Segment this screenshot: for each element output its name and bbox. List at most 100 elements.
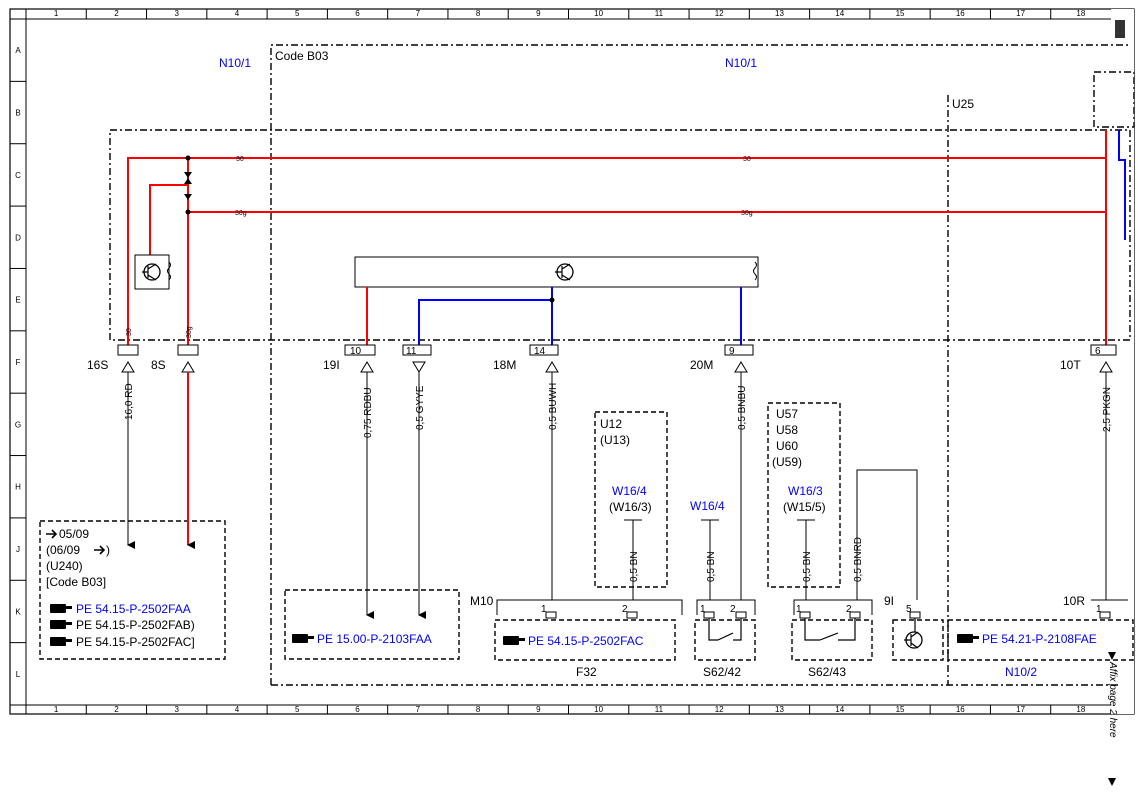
wire-size-labels: 16,0 RD 0,75 RDBU 0,5 GYYE 0,5 BUWH 0,5 … [124,383,1113,582]
switch-s62-42 [708,618,742,641]
grid-row-label: H [15,483,21,492]
pin-10-label: 10 [350,346,362,357]
u12-label: U12 [600,417,622,431]
wire-label-16rd: 16,0 RD [124,383,135,420]
grid-col-label: 14 [835,705,844,714]
connector-16s: 16S [87,358,108,372]
pin-6-label: 6 [1095,346,1101,357]
ref-pe-54-15-2502fac-a[interactable]: PE 54.15-P-2502FAC] [76,635,195,649]
grid-col-label: 13 [775,705,784,714]
sheet-frame [9,8,1135,715]
grid-col-label: 9 [536,705,541,714]
wire-30g-label-mid: 30g [741,210,753,217]
grid-col-label: 17 [1016,705,1025,714]
w15-5-label: (W15/5) [783,500,826,514]
pointing-hand-icon [50,604,72,613]
wire-blue-right [1118,130,1126,240]
grid-row-label: B [15,109,20,118]
s62-42-pin-2: 2 [730,604,736,615]
pin-11-label: 11 [406,346,417,357]
grid-row-label: A [15,46,21,55]
m10-connector [496,599,1128,619]
grid-col-label: 2 [114,9,119,18]
wire-label-05bn-a: 0,5 BN [629,551,640,582]
u60-label: U60 [776,439,798,453]
note-0609: (06/09 [46,543,80,557]
ref-pe-54-15-2502faa[interactable]: PE 54.15-P-2502FAA [76,602,191,616]
switch-s62-43 [804,618,856,641]
grid-col-label: 1 [54,705,59,714]
ref-pe-54-15-2502fac-b[interactable]: PE 54.15-P-2502FAC [528,634,644,648]
wire-label-05bnrd: 0,5 BNRD [853,537,864,582]
pin-30g-label: 30g [186,326,193,338]
grid-col-label: 7 [416,705,421,714]
affix-note: Affix page 2 here [1107,661,1118,738]
grid-col-label: 5 [295,705,300,714]
grid-col-label: 10 [594,705,603,714]
grid-col-label: 16 [956,705,965,714]
grid-col-label: 12 [715,705,724,714]
pin-5-label: 5 [906,604,912,615]
u57-label: U57 [776,407,798,421]
w16-4-label-a: W16/4 [612,484,647,498]
grid-col-label: 16 [956,9,965,18]
grid-col-label: 6 [355,9,360,18]
module-left-transistor [134,254,171,290]
pointing-hand-icon [957,634,979,643]
connector-8s: 8S [151,358,166,372]
connector-10t: 10T [1060,358,1081,372]
pin-14-label: 14 [534,346,546,357]
wire-label-05bn-b: 0,5 BN [706,551,717,582]
grid-col-label: 11 [655,9,664,18]
wire-label-05buwh: 0,5 BUWH [548,383,559,430]
arrow-right-icon [46,529,58,539]
grid-col-label: 18 [1076,9,1085,18]
s62-42-pin-1: 1 [700,604,706,615]
connector-row [117,344,1117,356]
grid-col-label: 5 [295,9,300,18]
affix-arrow-icon-bottom [1108,778,1116,786]
code-b03-label: Code B03 [275,49,329,63]
w16-3-label-a: (W16/3) [609,500,652,514]
grid-col-label: 12 [715,9,724,18]
wire-30g-label-left: 30g [235,210,247,217]
grid-row-label: C [15,171,21,180]
grid-col-label: 15 [896,705,905,714]
module-u25: U25 [952,97,974,111]
connector-19i: 19I [323,358,340,372]
pointing-hand-icon [50,637,72,646]
grid-col-label: 4 [235,705,240,714]
pin-30-label: 30 [126,328,133,336]
module-outlines [39,44,1135,686]
grid-row-label: E [15,296,20,305]
m10-pin-2: 2 [622,604,628,615]
note-0509: 05/09 [59,527,89,541]
ref-pe-15-00-2103faa[interactable]: PE 15.00-P-2103FAA [317,632,432,646]
wire-label-25pkgn: 2,5 PKGN [1102,387,1113,432]
grid-col-label: 15 [896,9,905,18]
grid-row-label: K [15,607,21,616]
grid-row-label: J [16,545,20,554]
m10-label: M10 [470,594,494,608]
arrow-right-icon [94,545,106,555]
grid-row-label: F [16,358,21,367]
wire-30-label-left: 30 [236,156,244,163]
pin-9-label: 9 [729,346,735,357]
note-paren-close: ) [106,543,110,557]
wire-label-05bnbu: 0,5 BNBU [737,386,748,430]
grid-col-label: 7 [416,9,421,18]
connector-20m: 20M [690,358,713,372]
component-s62-43: S62/43 [808,665,846,679]
w16-4-label-b: W16/4 [690,499,725,513]
module-n10-2: N10/2 [1005,665,1037,679]
grid-col-label: 10 [594,9,603,18]
grid-col-label: 4 [235,9,240,18]
ref-pe-54-15-2502fab[interactable]: PE 54.15-P-2502FAB) [76,618,195,632]
component-s62-42: S62/42 [703,665,741,679]
connector-10r: 10R [1063,594,1085,608]
ref-pe-54-21-2108fae[interactable]: PE 54.21-P-2108FAE [982,632,1097,646]
grid-col-label: 3 [174,705,179,714]
grid-col-label: 17 [1016,9,1025,18]
